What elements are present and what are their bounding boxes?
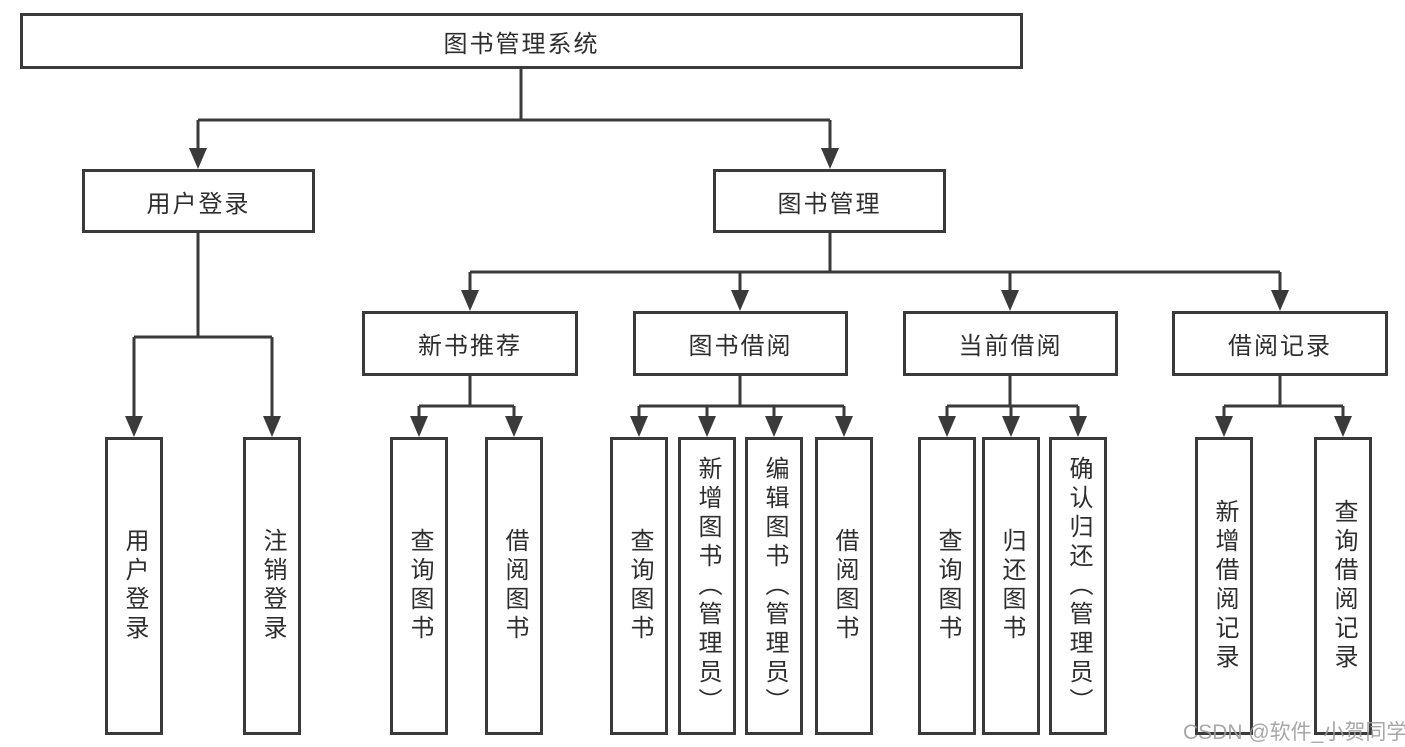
node-user-login: 用户登录 — [82, 169, 315, 233]
connector-new-book-to-leaves — [419, 376, 514, 408]
leaf-label: 新增图书（管理员） — [694, 455, 721, 717]
connector-book-management-to-level3 — [470, 233, 1280, 274]
leaf-label: 查询图书 — [626, 528, 653, 644]
node-current-borrow: 当前借阅 — [903, 311, 1118, 376]
leaf-label: 查询图书 — [934, 528, 961, 644]
connector-book-borrow-to-leaves — [639, 376, 844, 408]
leaf-query-books-3: 查询图书 — [918, 437, 976, 735]
node-borrow-records: 借阅记录 — [1172, 311, 1388, 376]
connector-user-login-to-leaves — [134, 233, 272, 339]
leaf-confirm-return-admin: 确认归还（管理员） — [1049, 437, 1107, 735]
leaf-label: 借阅图书 — [831, 528, 858, 644]
leaf-add-book-admin: 新增图书（管理员） — [678, 437, 736, 735]
connector-root-to-level2 — [198, 69, 830, 122]
leaf-borrow-books-2: 借阅图书 — [815, 437, 873, 735]
node-book-management: 图书管理 — [713, 169, 946, 233]
connector-current-borrow-to-leaves — [947, 376, 1078, 408]
leaf-label: 归还图书 — [998, 528, 1025, 644]
leaf-label: 查询图书 — [406, 528, 433, 644]
leaf-logout-login: 注销登录 — [243, 437, 301, 735]
node-root-system: 图书管理系统 — [20, 13, 1023, 69]
connector-borrow-records-to-leaves — [1224, 376, 1343, 408]
arrowheads-user-login-leaves — [123, 335, 283, 439]
leaf-label: 编辑图书（管理员） — [761, 455, 788, 717]
leaf-label: 注销登录 — [259, 528, 286, 644]
leaf-query-borrow-record: 查询借阅记录 — [1314, 437, 1372, 735]
leaf-edit-book-admin: 编辑图书（管理员） — [745, 437, 803, 735]
leaf-return-books: 归还图书 — [982, 437, 1040, 735]
leaf-user-login: 用户登录 — [105, 437, 163, 735]
leaf-query-books-2: 查询图书 — [610, 437, 668, 735]
leaf-borrow-books-1: 借阅图书 — [485, 437, 543, 735]
leaf-add-borrow-record: 新增借阅记录 — [1195, 437, 1253, 735]
leaf-label: 确认归还（管理员） — [1065, 455, 1092, 717]
leaf-label: 借阅图书 — [501, 528, 528, 644]
arrowheads-leaves — [408, 404, 1354, 439]
node-new-book-recommend: 新书推荐 — [362, 311, 578, 376]
arrowheads-level3 — [459, 270, 1291, 313]
leaf-label: 查询借阅记录 — [1330, 499, 1357, 673]
node-book-borrow: 图书借阅 — [633, 311, 848, 376]
leaf-label: 用户登录 — [121, 528, 148, 644]
arrowheads-level2 — [187, 118, 841, 171]
csdn-watermark: CSDN @软件_小贺同学 — [1183, 721, 1405, 744]
leaf-label: 新增借阅记录 — [1211, 499, 1238, 673]
leaf-query-books-1: 查询图书 — [390, 437, 448, 735]
